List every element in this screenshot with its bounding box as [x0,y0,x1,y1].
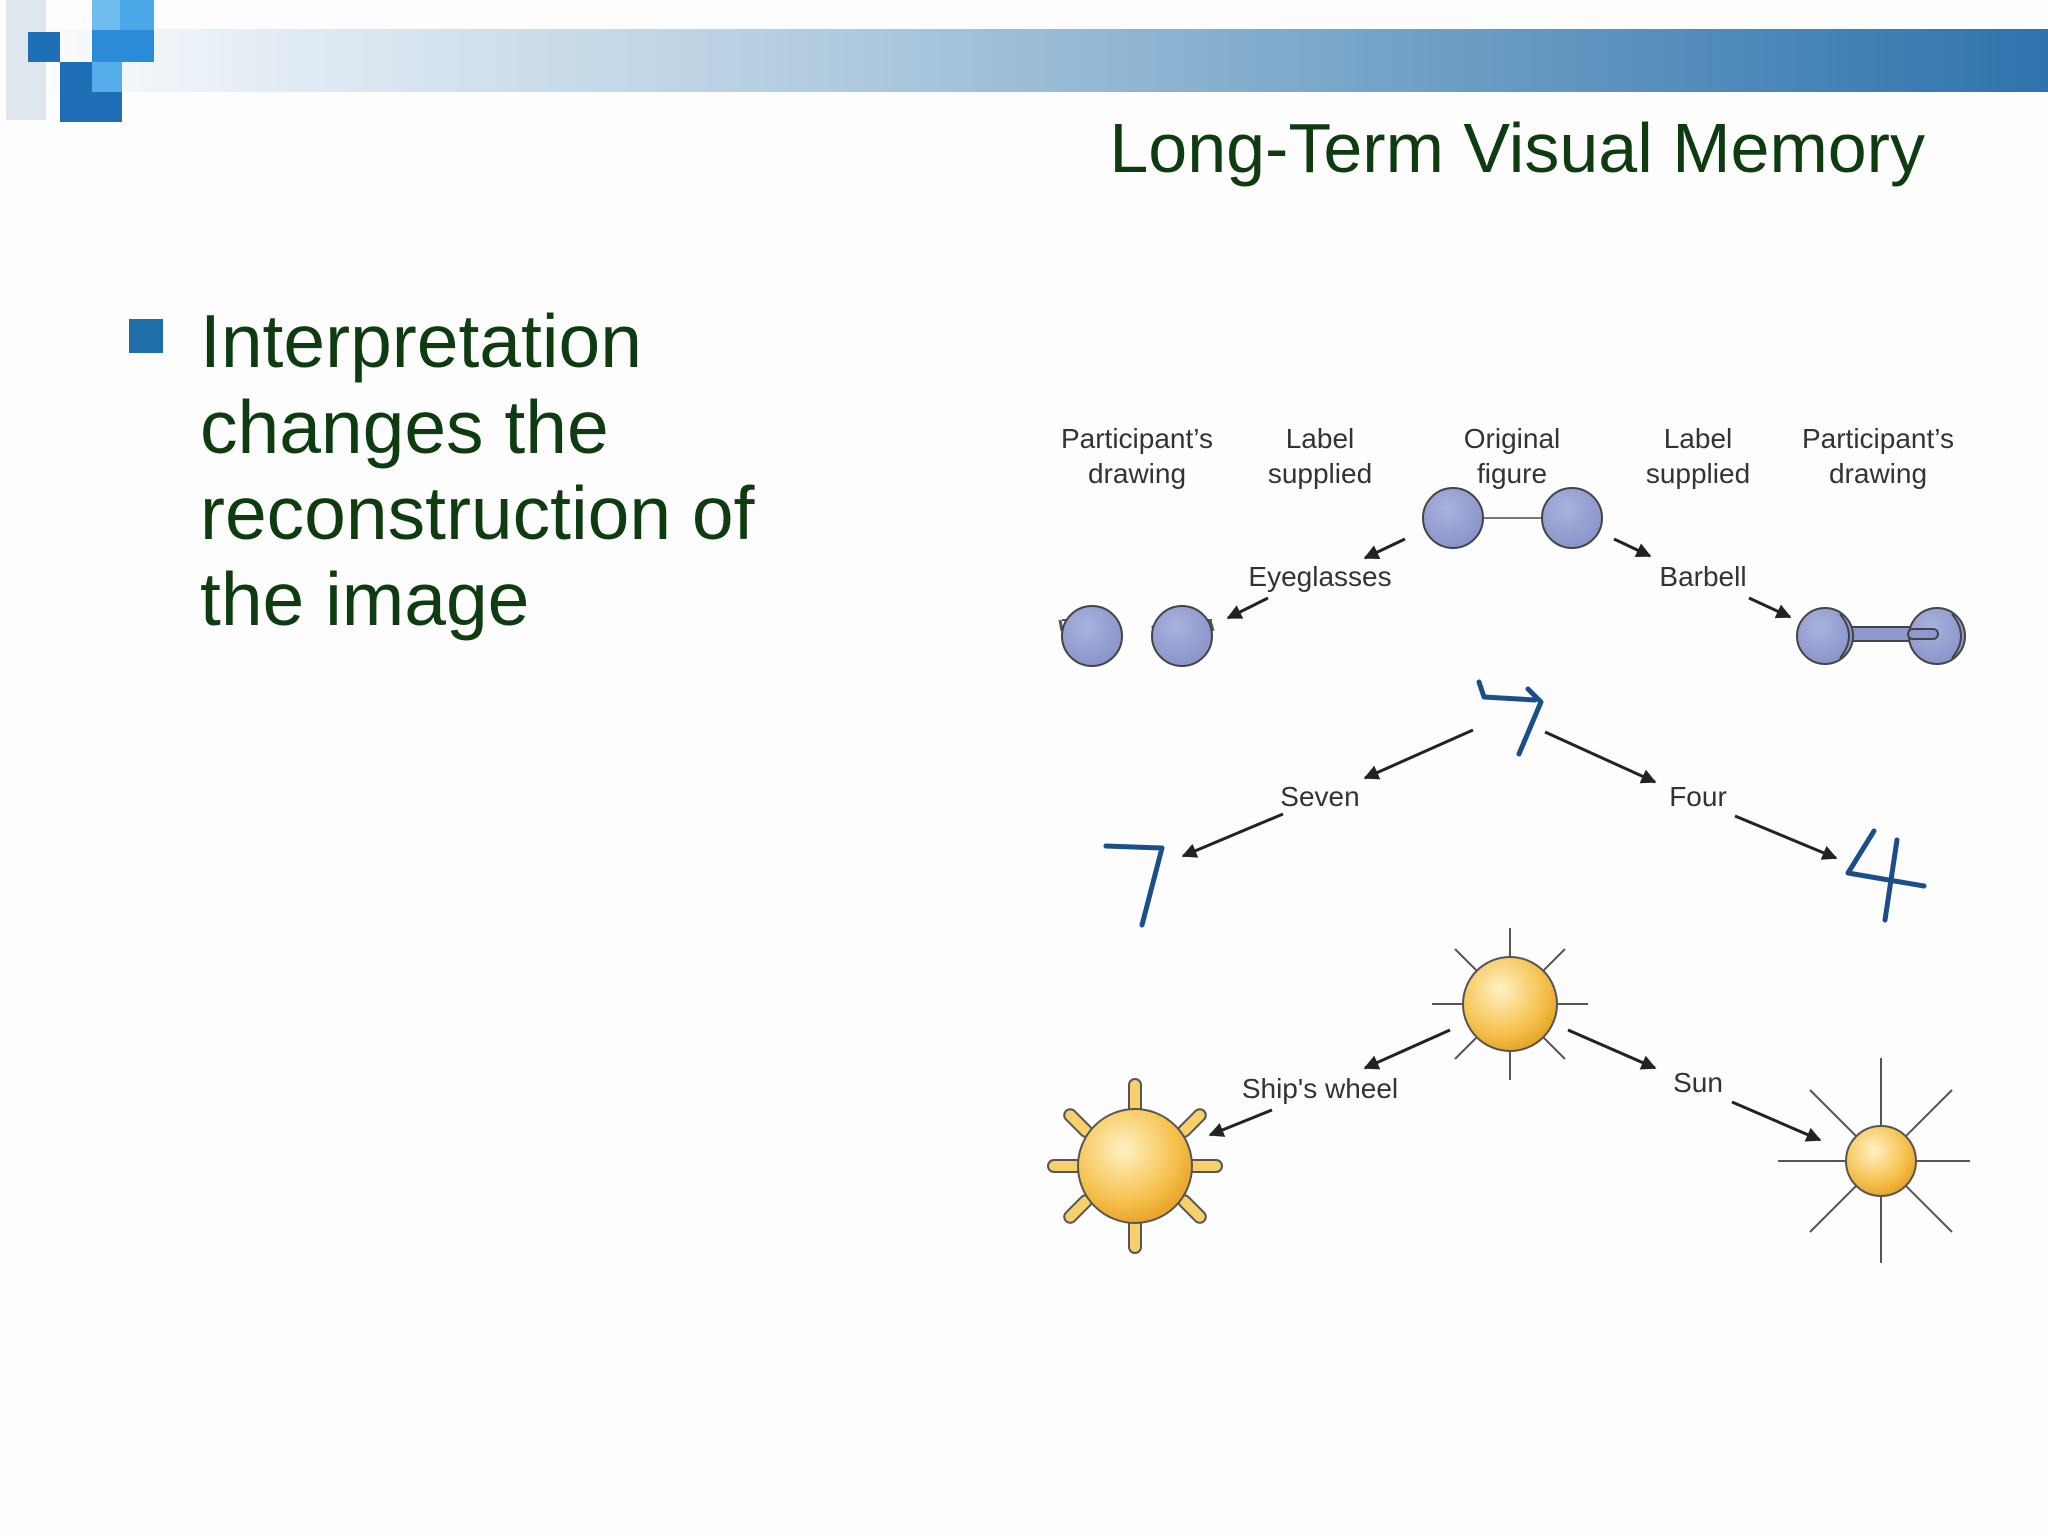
drawing-sun [1778,1058,1970,1263]
label-eyeglasses: Eyeglasses [1248,561,1391,592]
drawing-seven [1103,843,1165,928]
label-four: Four [1669,781,1727,812]
original-dumbbell-figure [1422,487,1603,549]
slide-title: Long-Term Visual Memory [1109,109,1925,187]
original-ambiguous-digit [1476,679,1544,757]
header-left-label-line2: supplied [1268,458,1372,489]
header-right-drawing-line1: Participant’s [1802,423,1954,454]
drawing-four [1845,828,1927,923]
bullet-text: Interpretation changes the reconstructio… [200,299,755,641]
label-barbell: Barbell [1659,561,1746,592]
drawing-eyeglasses [1058,605,1215,667]
drawing-ships-wheel [1047,1078,1223,1254]
original-sun-figure [1432,928,1588,1080]
label-ships-wheel: Ship's wheel [1242,1073,1398,1104]
header-right-label-line2: supplied [1646,458,1750,489]
header-right-label-line1: Label [1664,423,1733,454]
header-original-line1: Original [1464,423,1560,454]
bullet-square-icon [129,319,163,353]
header-left-drawing-line2: drawing [1088,458,1186,489]
drawing-barbell [1796,607,1966,665]
header-right-drawing-line2: drawing [1829,458,1927,489]
header-original-line2: figure [1477,458,1547,489]
header-left-label-line1: Label [1286,423,1355,454]
label-sun: Sun [1673,1067,1723,1098]
header-gradient-bar [0,29,2048,92]
label-seven: Seven [1280,781,1359,812]
header-left-drawing-line1: Participant’s [1061,423,1213,454]
